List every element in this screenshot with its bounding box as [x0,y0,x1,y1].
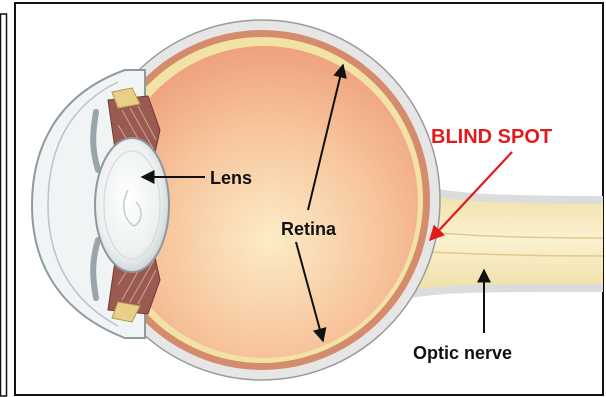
blind-spot-label: BLIND SPOT [431,126,552,148]
lens-label: Lens [210,168,252,188]
retina-label: Retina [281,219,337,239]
optic-nerve-label: Optic nerve [413,343,512,363]
lens [95,138,169,272]
